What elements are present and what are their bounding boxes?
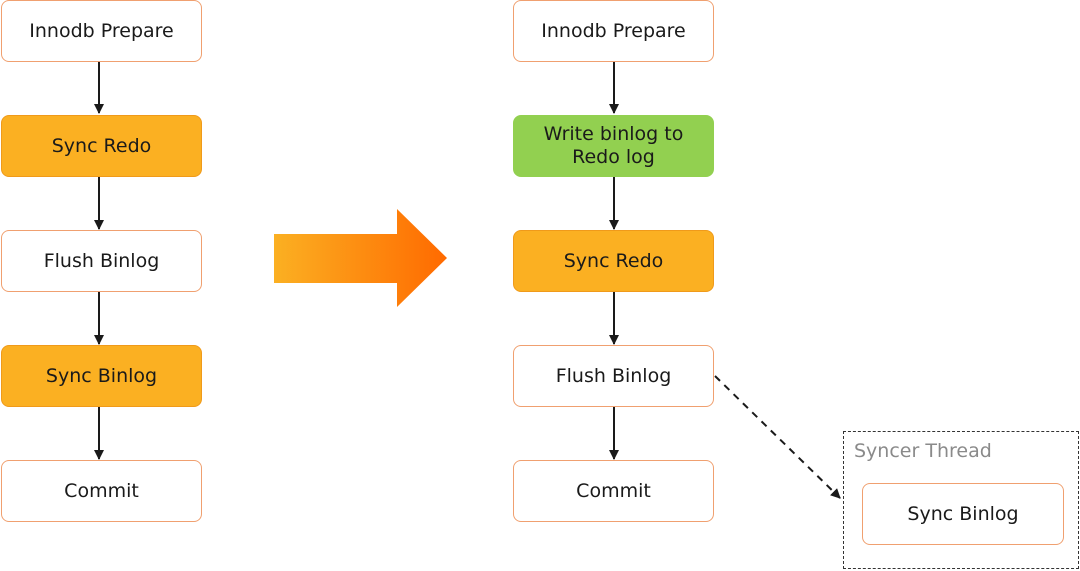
before-step-sync-redo: Sync Redo	[1, 115, 202, 177]
transition-arrow	[274, 209, 447, 307]
before-step-commit: Commit	[1, 460, 202, 522]
before-step-innodb-prepare: Innodb Prepare	[1, 0, 202, 62]
before-step-sync-binlog: Sync Binlog	[1, 345, 202, 407]
syncer-thread-group: Syncer Thread	[843, 431, 1079, 569]
before-step-flush-binlog: Flush Binlog	[1, 230, 202, 292]
after-step-commit: Commit	[513, 460, 714, 522]
dashed-connector-arrow	[714, 375, 841, 499]
after-step-sync-redo: Sync Redo	[513, 230, 714, 292]
syncer-thread-title: Syncer Thread	[854, 440, 992, 462]
after-step-innodb-prepare: Innodb Prepare	[513, 0, 714, 62]
syncer-step-sync-binlog: Sync Binlog	[862, 483, 1064, 545]
after-step-write-binlog-to-redo-log: Write binlog to Redo log	[513, 115, 714, 177]
after-step-flush-binlog: Flush Binlog	[513, 345, 714, 407]
